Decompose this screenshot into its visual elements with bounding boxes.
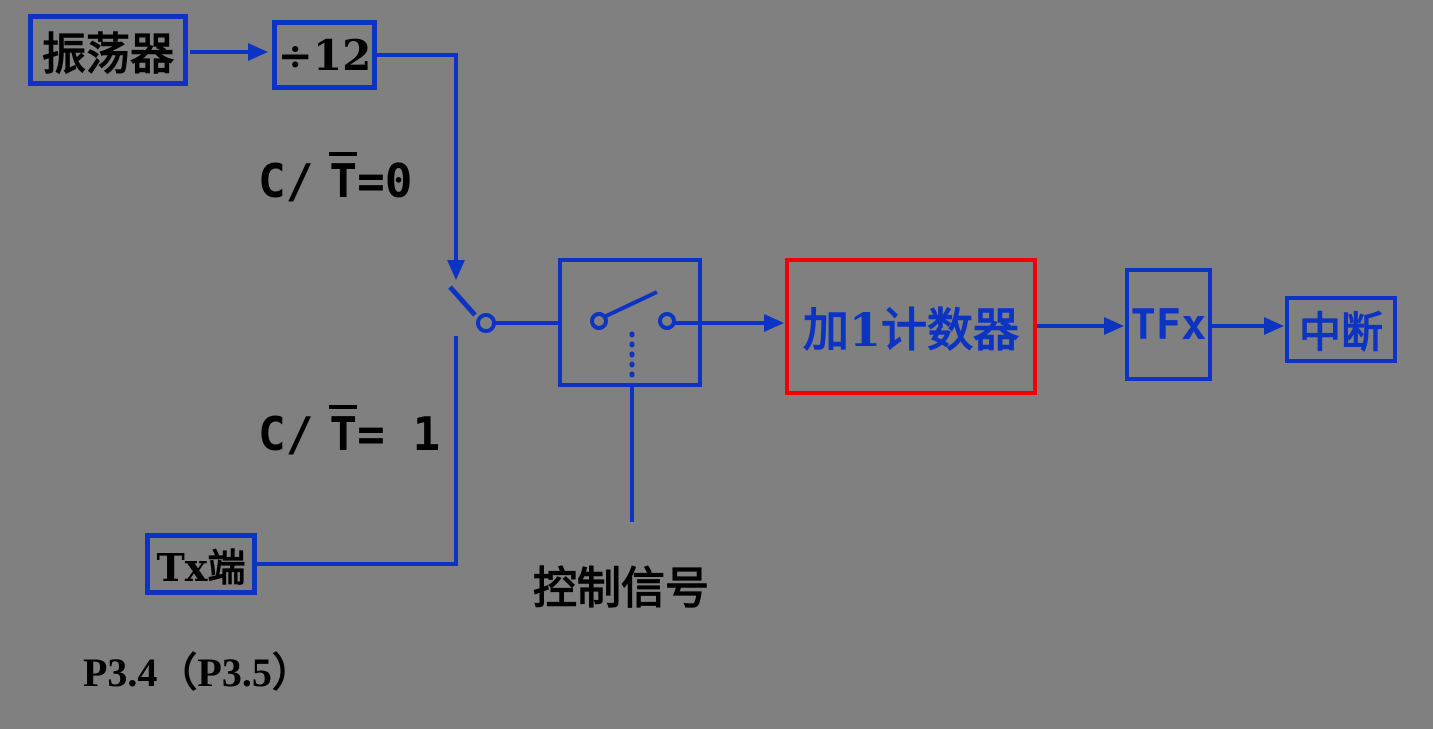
tfx-label: TFx xyxy=(1130,300,1207,349)
interrupt-label: 中断 xyxy=(1298,308,1383,357)
up-counter-box: 加1计数器 xyxy=(785,258,1037,395)
counter-to-tfx-arrowhead xyxy=(1104,317,1124,335)
up-counter-label: 加1计数器 xyxy=(802,302,1019,357)
divide-by-12-box: ÷12 xyxy=(272,20,377,90)
mode-timer-label: C/T=0 xyxy=(258,152,412,208)
oscillator-to-divider-arrowhead xyxy=(248,43,268,61)
interrupt-box: 中断 xyxy=(1285,296,1397,363)
mode-counter-suffix: = 1 xyxy=(357,407,441,461)
selector-switch-contact xyxy=(476,313,496,333)
txpin-to-switch-line xyxy=(257,336,458,566)
tfx-box: TFx xyxy=(1125,268,1212,381)
gate-switch-blade xyxy=(605,290,658,318)
mode-timer-suffix: =0 xyxy=(357,154,413,208)
tx-pin-label: Tx端 xyxy=(156,544,246,590)
mode-timer-prefix: C/ xyxy=(258,154,314,208)
mode-counter-label: C/T= 1 xyxy=(258,405,440,461)
gate-to-counter-arrowhead xyxy=(764,314,784,332)
gate-right-contact xyxy=(658,312,676,330)
tfx-to-interrupt-arrowhead xyxy=(1264,317,1284,335)
control-signal-label: 控制信号 xyxy=(533,563,709,614)
port-pins-label: P3.4（P3.5） xyxy=(83,650,312,695)
mode-counter-overlined-t: T xyxy=(329,405,358,461)
divider-to-switch-line xyxy=(377,53,458,260)
mode-timer-overlined-t: T xyxy=(329,152,358,208)
tx-pin-box: Tx端 xyxy=(145,533,257,595)
selector-switch-pole xyxy=(448,285,477,317)
mode-counter-prefix: C/ xyxy=(258,407,314,461)
gate-left-contact xyxy=(590,312,608,330)
oscillator-label: 振荡器 xyxy=(42,29,174,80)
oscillator-box: 振荡器 xyxy=(28,14,188,86)
divider-to-switch-arrowhead xyxy=(447,260,465,280)
divide-by-12-label: ÷12 xyxy=(277,30,372,80)
